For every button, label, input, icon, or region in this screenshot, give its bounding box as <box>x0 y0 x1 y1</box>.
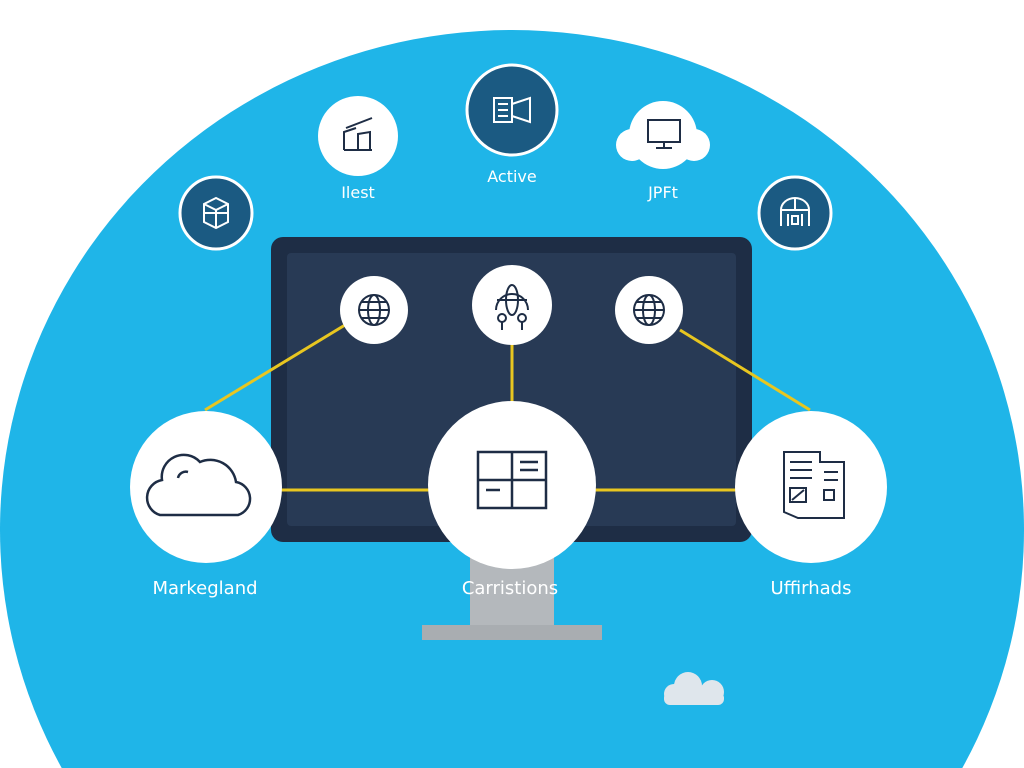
bottom-node-uffirhads[interactable]: Uffirhads <box>735 411 887 599</box>
top-node-label: Ilest <box>341 183 375 202</box>
video-document-icon <box>493 96 531 124</box>
top-node-jpft[interactable]: JPFt <box>616 101 710 202</box>
bottom-node-carristions[interactable]: Carristions <box>428 401 596 599</box>
globe-cube-icon <box>203 196 229 230</box>
globe-network-icon <box>495 284 529 330</box>
bottom-node-label: Uffirhads <box>771 578 852 599</box>
screen-node-globe-left[interactable] <box>340 276 408 344</box>
bottom-node-markegland[interactable]: Markegland <box>130 411 282 599</box>
screen-node-globe-network[interactable] <box>472 265 552 345</box>
cloud-monitor-icon <box>647 119 681 149</box>
globe-icon <box>358 294 390 326</box>
screen-node-globe-right[interactable] <box>615 276 683 344</box>
bottom-node-label: Markegland <box>152 578 257 599</box>
top-node-active[interactable]: Active <box>465 63 559 186</box>
cloud-icon <box>145 453 252 517</box>
cloud-shape <box>616 101 710 169</box>
top-node-label: Active <box>487 167 537 186</box>
connectors <box>204 323 811 492</box>
globe-icon <box>633 294 665 326</box>
chart-growth-icon <box>343 117 373 151</box>
top-node-globe-cube[interactable] <box>178 175 254 251</box>
top-node-dome[interactable] <box>757 175 833 251</box>
top-node-label: JPFt <box>647 183 678 202</box>
top-node-ilest[interactable]: Ilest <box>318 96 398 202</box>
bottom-node-label: Carristions <box>462 578 558 599</box>
dome-building-icon <box>780 197 810 226</box>
layout-grid-icon <box>476 450 548 510</box>
small-cloud-icon <box>664 672 724 705</box>
document-icon <box>783 451 845 519</box>
